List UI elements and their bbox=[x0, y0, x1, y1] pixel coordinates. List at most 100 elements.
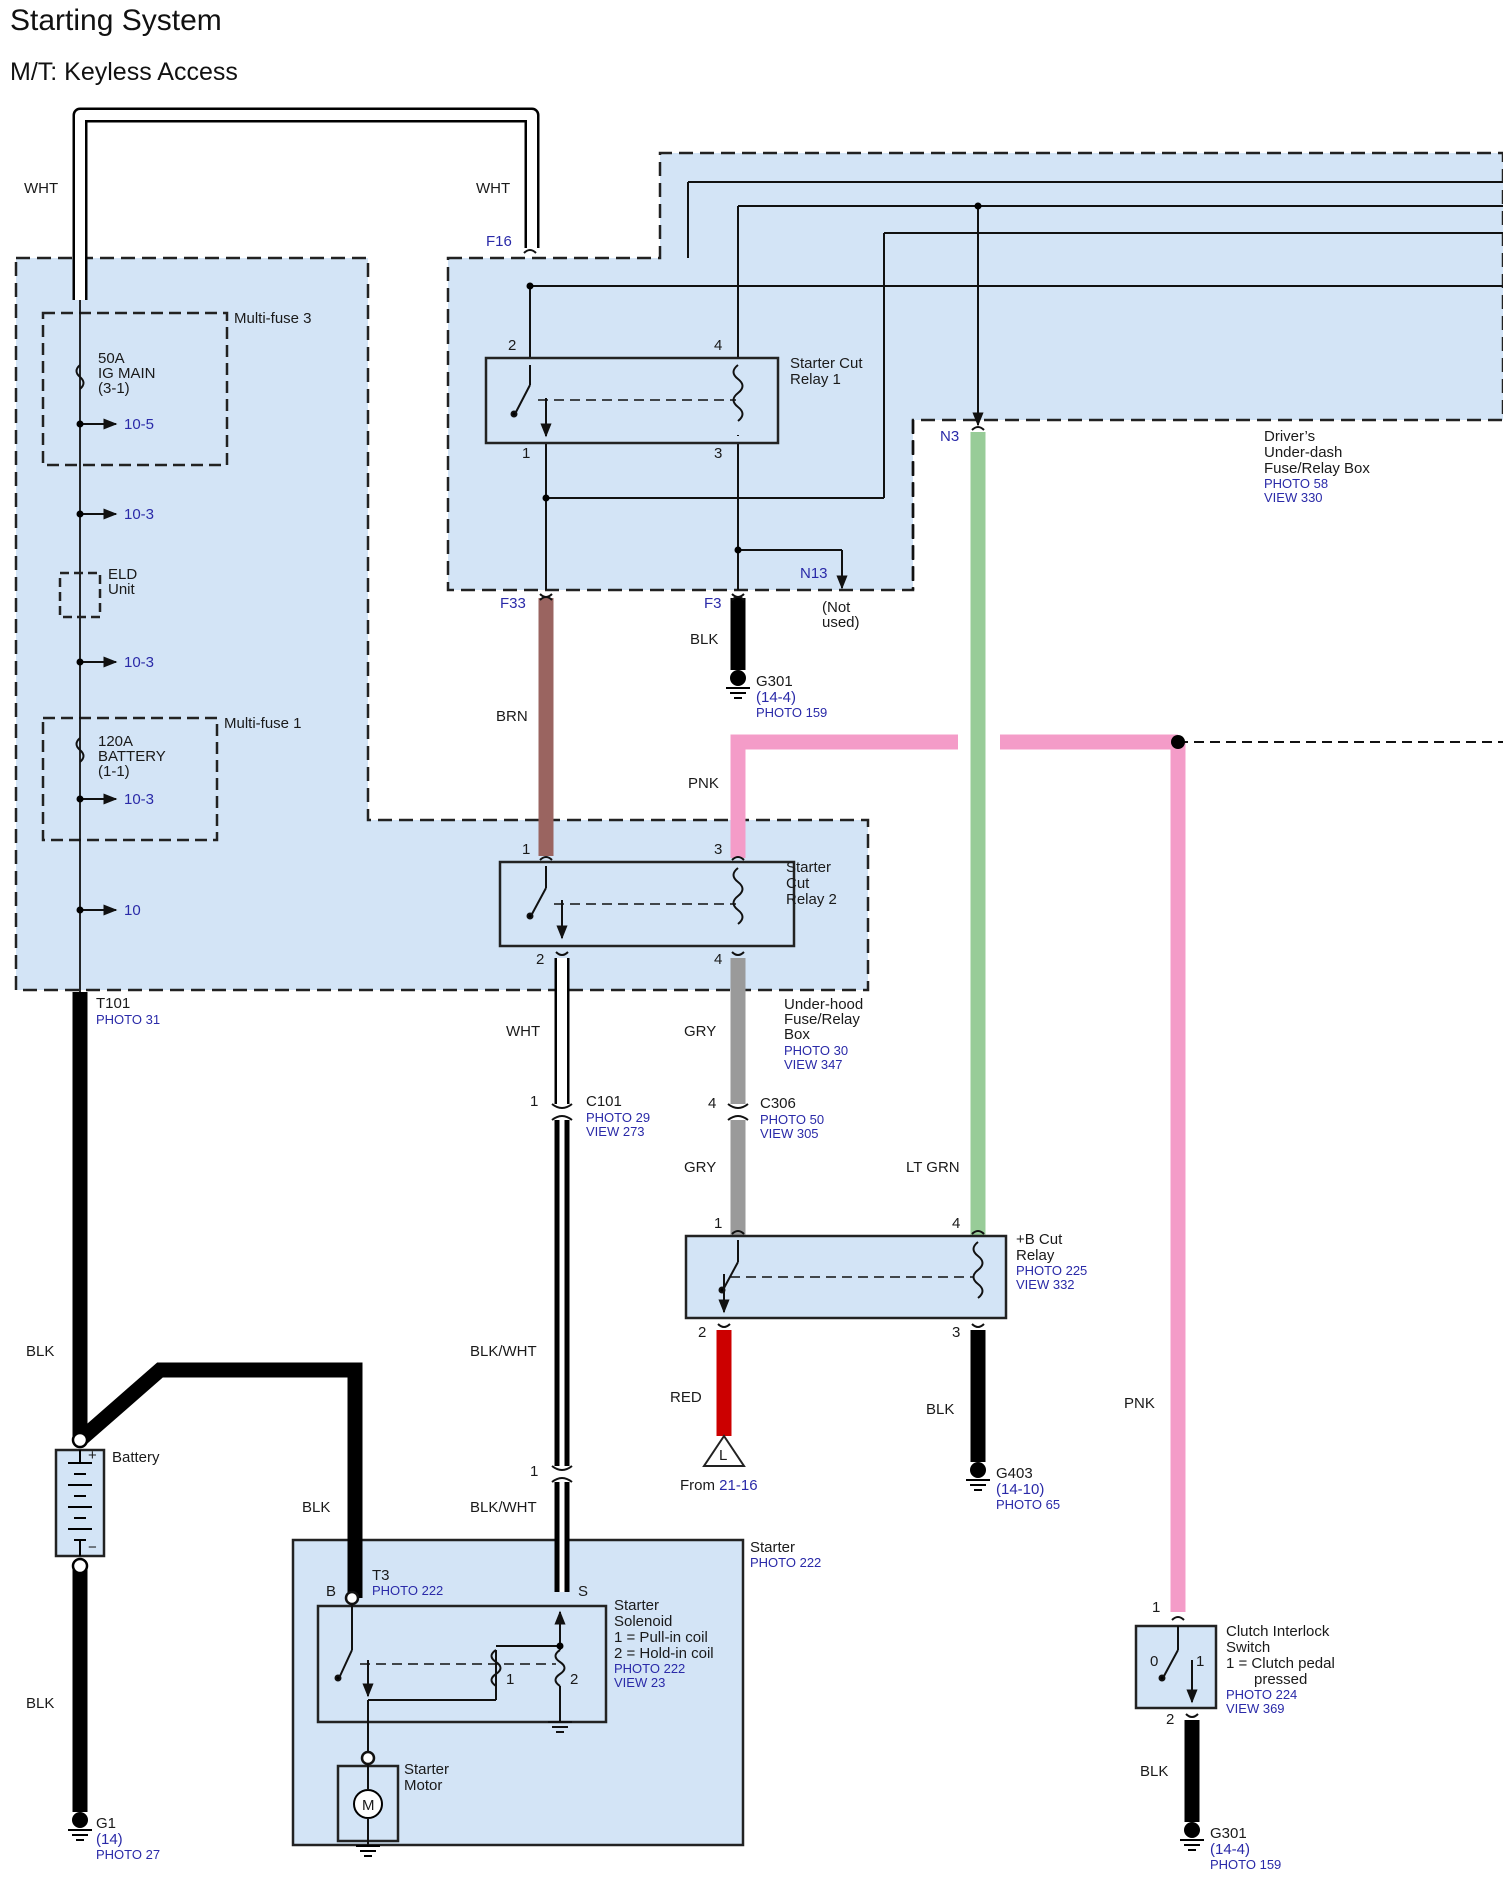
clutch-pin-1: 1 bbox=[1152, 1599, 1160, 1616]
coil-1-label: 1 bbox=[506, 1671, 514, 1688]
fuse-50a-rating: 50A bbox=[98, 350, 125, 367]
c306-photo: PHOTO 50 bbox=[760, 1112, 824, 1127]
bcut-relay-coil-icon bbox=[972, 1241, 984, 1299]
g301-bottom-name: G301 bbox=[1210, 1825, 1247, 1842]
fuse-50a-name: IG MAIN bbox=[98, 365, 156, 382]
connector-f16: F16 bbox=[486, 233, 512, 250]
clutch-name-1: Clutch Interlock bbox=[1226, 1623, 1330, 1640]
underhood-box-label-1: Under-hood bbox=[784, 996, 863, 1013]
c306-view: VIEW 305 bbox=[760, 1126, 819, 1141]
relay1-name-1: Starter Cut bbox=[790, 355, 863, 372]
clutch-pin-2: 2 bbox=[1166, 1711, 1174, 1728]
clutch-name-2: Switch bbox=[1226, 1639, 1270, 1656]
wire-label-red: RED bbox=[670, 1389, 702, 1406]
g1-photo: PHOTO 27 bbox=[96, 1847, 160, 1862]
t3-name: T3 bbox=[372, 1567, 390, 1584]
ground-icons bbox=[68, 670, 1204, 1851]
t101-name: T101 bbox=[96, 995, 130, 1012]
wire-label-blk-g301-bottom: BLK bbox=[1140, 1763, 1168, 1780]
fuse-120a-name: BATTERY bbox=[98, 748, 166, 765]
wire-label-blk-g301-top: BLK bbox=[690, 631, 718, 648]
wire-label-blk-wht-upper: BLK/WHT bbox=[470, 1343, 537, 1360]
wht-wire-top bbox=[75, 110, 537, 300]
relay1-coil-icon bbox=[732, 364, 744, 422]
starter-solenoid bbox=[316, 1604, 608, 1724]
c101-pin-1-top: 1 bbox=[530, 1093, 538, 1110]
relay2-name-1: Starter bbox=[786, 859, 831, 876]
blk-wire-starter bbox=[75, 1362, 363, 1598]
pnk-wire-relay2 bbox=[730, 734, 958, 858]
eld-label-2: Unit bbox=[108, 581, 136, 598]
from-letter: L bbox=[719, 1447, 727, 1464]
multi-fuse-1 bbox=[41, 716, 219, 842]
wire-label-lt-grn: LT GRN bbox=[906, 1159, 960, 1176]
battery-cell-icon bbox=[68, 1450, 92, 1556]
motor-label-2: Motor bbox=[404, 1777, 442, 1794]
eld-label-1: ELD bbox=[108, 566, 137, 583]
fuse-120a-icon bbox=[75, 737, 85, 763]
c101-view: VIEW 273 bbox=[586, 1124, 645, 1139]
wire-label-pnk-right: PNK bbox=[1124, 1395, 1155, 1412]
wire-label-blk-g403: BLK bbox=[926, 1401, 954, 1418]
wire-label-pnk-relay2: PNK bbox=[688, 775, 719, 792]
from-l-terminal bbox=[702, 1434, 746, 1467]
starter-terminal-s: S bbox=[578, 1583, 588, 1600]
ref-10-3b: 10-3 bbox=[124, 654, 154, 671]
ref-10-3c: 10-3 bbox=[124, 791, 154, 808]
solenoid-label-4: 2 = Hold-in coil bbox=[614, 1645, 714, 1662]
eld-unit bbox=[58, 571, 102, 619]
wire-label-wht-c101: WHT bbox=[506, 1023, 540, 1040]
connector-f33: F33 bbox=[500, 595, 526, 612]
clutch-view: VIEW 369 bbox=[1226, 1701, 1285, 1716]
relay1-pin-1: 1 bbox=[522, 445, 530, 462]
bcut-relay-name-2: Relay bbox=[1016, 1247, 1055, 1264]
g301-bottom-photo: PHOTO 159 bbox=[1210, 1857, 1281, 1872]
ref-10-3a: 10-3 bbox=[124, 506, 154, 523]
starter-cut-relay-1 bbox=[484, 356, 780, 445]
motor-symbol: M bbox=[362, 1797, 375, 1814]
battery-plus: + bbox=[88, 1447, 97, 1464]
battery-minus: − bbox=[88, 1539, 97, 1556]
underhood-fuse-relay-box bbox=[14, 256, 870, 992]
c306-pin-4: 4 bbox=[708, 1095, 716, 1112]
relay1-name-2: Relay 1 bbox=[790, 371, 841, 388]
driver-underdash-fuse-relay-box bbox=[446, 151, 1503, 592]
clutch-pos-1: 1 bbox=[1196, 1653, 1204, 1670]
relay1-pin-2: 2 bbox=[508, 337, 516, 354]
clutch-name-3: 1 = Clutch pedal bbox=[1226, 1655, 1335, 1672]
fuse-120a-ref: (1-1) bbox=[98, 763, 130, 780]
ref-10-5: 10-5 bbox=[124, 416, 154, 433]
c101-name: C101 bbox=[586, 1093, 622, 1110]
bcut-relay-name-1: +B Cut bbox=[1016, 1231, 1063, 1248]
pull-in-coil-icon bbox=[490, 1649, 502, 1687]
dash-box-photo: PHOTO 58 bbox=[1264, 476, 1328, 491]
c306-name: C306 bbox=[760, 1095, 796, 1112]
clutch-name-4: pressed bbox=[1254, 1671, 1307, 1688]
battery bbox=[54, 1448, 106, 1558]
connector-n13: N13 bbox=[800, 565, 828, 582]
multi-fuse-3-label: Multi-fuse 3 bbox=[234, 310, 312, 327]
solenoid-label-2: Solenoid bbox=[614, 1613, 672, 1630]
solenoid-photo: PHOTO 222 bbox=[614, 1661, 685, 1676]
solenoid-view: VIEW 23 bbox=[614, 1675, 665, 1690]
bcut-relay-pin-1: 1 bbox=[714, 1215, 722, 1232]
g403-photo: PHOTO 65 bbox=[996, 1497, 1060, 1512]
relay2-pin-1: 1 bbox=[522, 841, 530, 858]
relay2-pin-2: 2 bbox=[536, 951, 544, 968]
connector-n3: N3 bbox=[940, 428, 959, 445]
relay2-name-3: Relay 2 bbox=[786, 891, 837, 908]
starter-terminal-b: B bbox=[326, 1583, 336, 1600]
fuse-120a-rating: 120A bbox=[98, 733, 133, 750]
bcut-relay-photo: PHOTO 225 bbox=[1016, 1263, 1087, 1278]
clutch-interlock-switch bbox=[1134, 1624, 1218, 1710]
multi-fuse-3 bbox=[41, 311, 229, 467]
wire-label-wht-top: WHT bbox=[476, 180, 510, 197]
ref-10: 10 bbox=[124, 902, 141, 919]
bcut-relay-pin-3: 3 bbox=[952, 1324, 960, 1341]
t3-photo: PHOTO 222 bbox=[372, 1583, 443, 1598]
not-used-label-2: used) bbox=[822, 614, 860, 631]
bcut-relay-view: VIEW 332 bbox=[1016, 1277, 1075, 1292]
starter-name: Starter bbox=[750, 1539, 795, 1556]
wire-label-wht-left: WHT bbox=[24, 180, 58, 197]
